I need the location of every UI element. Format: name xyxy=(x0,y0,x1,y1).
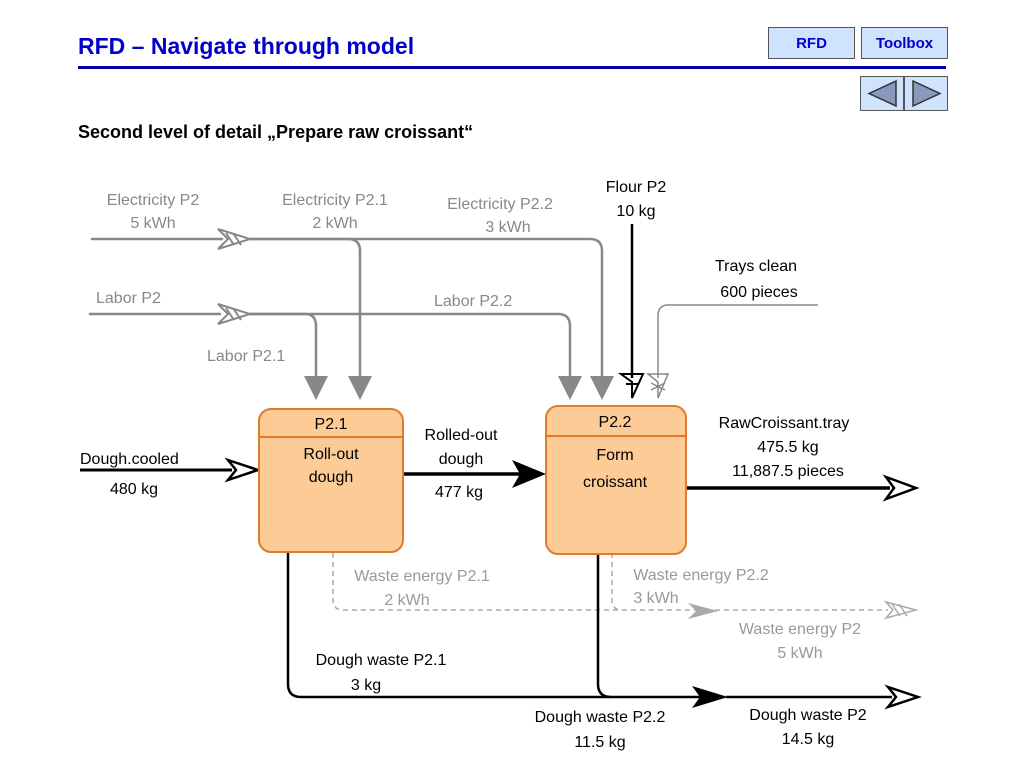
labor-flow-lines xyxy=(88,312,572,382)
flour-hollow-arrow-icon xyxy=(617,373,645,399)
electricity-p21-amount: 2 kWh xyxy=(312,215,357,232)
labor-p22-arrowhead xyxy=(558,376,582,400)
rolled-out-arrowhead xyxy=(512,460,546,488)
trays-hollow-arrow-icon xyxy=(645,373,670,399)
raw-croissant-hollow-arrow-icon xyxy=(882,474,920,502)
dough-waste-p2-label: Dough waste P2 xyxy=(749,707,867,724)
waste-energy-p21-label: Waste energy P2.1 xyxy=(354,568,490,585)
next-slide-button[interactable] xyxy=(904,76,948,111)
waste-energy-p22-label: Waste energy P2.2 xyxy=(633,567,769,584)
flour-p2-amount: 10 kg xyxy=(616,203,655,220)
process-p22-name-line1: Form xyxy=(596,447,633,464)
dough-waste-p2-amount: 14.5 kg xyxy=(782,731,834,748)
diagram-subtitle: Second level of detail „Prepare raw croi… xyxy=(78,122,474,142)
electricity-p2-amount: 5 kWh xyxy=(130,215,175,232)
process-p22-name-line2: croissant xyxy=(583,474,648,491)
page-title: RFD – Navigate through model xyxy=(78,33,415,59)
electricity-p2-label: Electricity P2 xyxy=(107,192,200,209)
process-p21-id: P2.1 xyxy=(315,416,348,433)
waste-energy-flow-lines xyxy=(332,553,888,611)
dough-waste-flow-lines xyxy=(286,552,892,699)
triangle-left-icon xyxy=(867,79,897,108)
electricity-p22-amount: 3 kWh xyxy=(485,219,530,236)
rfd-button[interactable]: RFD xyxy=(768,27,855,59)
labor-hollow-arrow-icon xyxy=(217,303,254,325)
waste-energy-p2-amount: 5 kWh xyxy=(777,645,822,662)
rolled-out-label-line1: Rolled-out xyxy=(425,427,498,444)
electricity-hollow-arrow-icon xyxy=(217,228,254,250)
trays-flow-line xyxy=(657,304,818,378)
waste-energy-p2-label: Waste energy P2 xyxy=(739,621,861,638)
electricity-p22-arrowhead xyxy=(590,376,614,400)
dough-waste-p21-label: Dough waste P2.1 xyxy=(316,652,447,669)
previous-slide-button[interactable] xyxy=(860,76,904,111)
raw-croissant-pieces: 11,887.5 pieces xyxy=(732,463,844,480)
triangle-right-icon xyxy=(912,79,942,108)
rolled-out-amount: 477 kg xyxy=(435,484,483,501)
dough-waste-p22-label: Dough waste P2.2 xyxy=(535,709,666,726)
dough-waste-p21-amount: 3 kg xyxy=(351,677,381,694)
trays-clean-label: Trays clean xyxy=(715,258,797,275)
labor-p21-label: Labor P2.1 xyxy=(207,348,285,365)
electricity-flow-lines xyxy=(90,237,604,382)
electricity-p21-arrowhead xyxy=(348,376,372,400)
labor-p2-label: Labor P2 xyxy=(96,290,161,307)
flour-p2-label: Flour P2 xyxy=(606,179,667,196)
dough-cooled-label: Dough.cooled xyxy=(80,451,179,468)
dough-waste-p22-amount: 11.5 kg xyxy=(574,734,625,751)
labor-p22-label: Labor P2.2 xyxy=(434,293,512,310)
process-p21-name-line2: dough xyxy=(309,469,354,486)
process-p22-id: P2.2 xyxy=(599,414,632,431)
rolled-out-label-line2: dough xyxy=(439,451,484,468)
raw-croissant-amount: 475.5 kg xyxy=(757,439,818,456)
process-p22[interactable]: P2.2 Form croissant xyxy=(545,405,687,555)
trays-clean-amount: 600 pieces xyxy=(720,284,797,301)
raw-croissant-label: RawCroissant.tray xyxy=(719,415,850,432)
dough-cooled-amount: 480 kg xyxy=(110,481,158,498)
labor-p21-arrowhead xyxy=(304,376,328,400)
process-p21-name-line1: Roll-out xyxy=(303,446,359,463)
electricity-p22-label: Electricity P2.2 xyxy=(447,196,553,213)
title-divider xyxy=(78,66,946,69)
dough-waste-hollow-arrow-icon xyxy=(884,684,922,710)
process-p21[interactable]: P2.1 Roll-out dough xyxy=(258,408,404,553)
waste-energy-p22-amount: 3 kWh xyxy=(633,590,678,607)
toolbox-button[interactable]: Toolbox xyxy=(861,27,948,59)
electricity-p21-label: Electricity P2.1 xyxy=(282,192,388,209)
waste-energy-hollow-arrow-icon xyxy=(883,600,919,620)
dough-waste-arrowhead xyxy=(692,686,728,708)
waste-energy-p21-amount: 2 kWh xyxy=(384,592,429,609)
waste-energy-arrowhead xyxy=(688,603,718,619)
dough-cooled-hollow-arrow-icon xyxy=(224,457,262,483)
